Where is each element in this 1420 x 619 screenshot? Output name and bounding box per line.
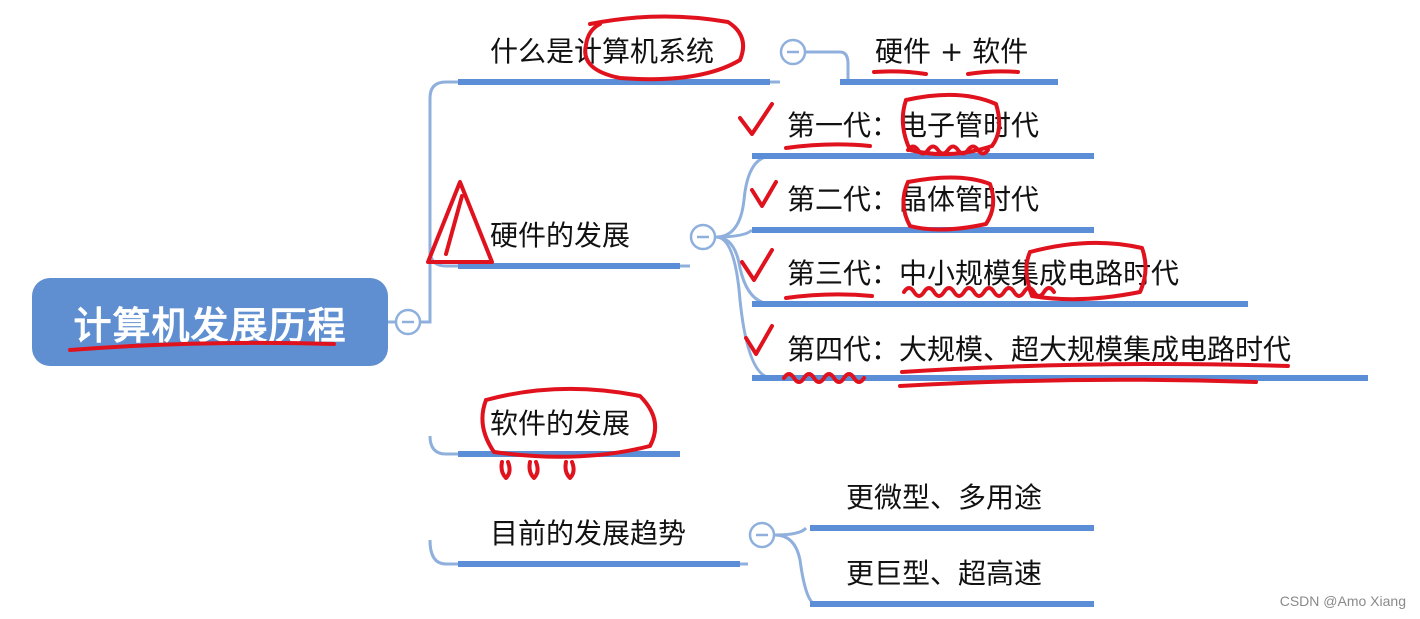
circle-mark-transistor — [901, 175, 996, 232]
branch-what-label[interactable]: 什么是计算机系统 — [490, 35, 715, 68]
hardware-child-4[interactable]: 第四代：大规模、超大规模集成电路时代 — [787, 333, 1292, 366]
hardware-child-3[interactable]: 第三代：中小规模集成电路时代 — [787, 257, 1180, 290]
checkmark-4 — [744, 324, 774, 356]
trend-child-2[interactable]: 更巨型、超高速 — [846, 557, 1043, 590]
underline-mark-gen4-b — [898, 377, 1258, 388]
underline-mark-software — [966, 69, 1020, 76]
circle-mark-integrated-circuit — [1024, 240, 1148, 302]
connector-lines — [388, 50, 850, 606]
watermark: CSDN @Amo Xiang — [1279, 593, 1406, 609]
checkmark-1 — [738, 102, 774, 136]
collapse-toggle-what[interactable] — [779, 38, 807, 66]
branch-underlines — [458, 79, 1368, 607]
collapse-toggle-root[interactable] — [394, 308, 422, 336]
root-label: 计算机发展历程 — [73, 303, 347, 348]
what-child-1[interactable]: 硬件 + 软件 — [875, 35, 1029, 68]
triangle-mark — [426, 180, 494, 264]
drip-mark-1 — [499, 460, 512, 480]
trend-child-1[interactable]: 更微型、多用途 — [846, 481, 1043, 514]
root-node[interactable]: 计算机发展历程 — [32, 278, 388, 366]
underline-mark-gen3 — [784, 292, 874, 300]
branch-trend-label[interactable]: 目前的发展趋势 — [490, 517, 687, 550]
root-underline-mark — [68, 340, 336, 352]
wave-mark-gen4-prefix — [782, 372, 866, 384]
underline-mark-gen1 — [784, 142, 872, 150]
triangle-inner-mark — [444, 194, 464, 256]
circle-mark-electron-tube — [900, 92, 1002, 157]
collapse-toggle-hardware[interactable] — [689, 223, 717, 251]
circle-mark-computer-system — [583, 14, 745, 82]
wave-mark-gen1 — [906, 144, 990, 156]
drip-mark-3 — [563, 460, 576, 480]
hardware-child-2[interactable]: 第二代：晶体管时代 — [787, 183, 1040, 216]
drip-mark-2 — [527, 460, 540, 480]
underline-mark-hardware — [872, 69, 928, 76]
checkmark-3 — [740, 248, 774, 282]
underline-mark-gen4-a — [900, 362, 1290, 374]
checkmark-2 — [750, 180, 778, 208]
collapse-toggle-trend[interactable] — [748, 521, 776, 549]
branch-software-label[interactable]: 软件的发展 — [490, 407, 631, 440]
branch-hardware-label[interactable]: 硬件的发展 — [490, 219, 631, 252]
circle-mark-software-dev — [480, 386, 658, 459]
